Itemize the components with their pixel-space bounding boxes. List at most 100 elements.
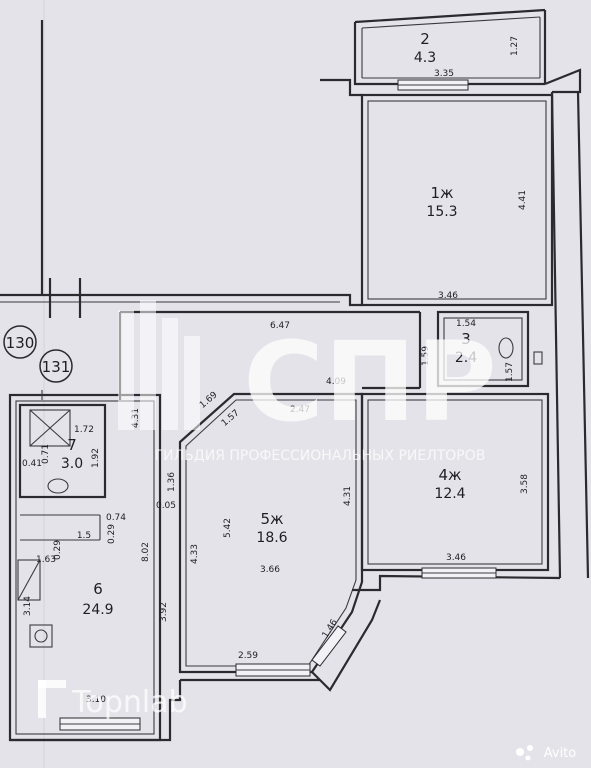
walls (0, 8, 590, 742)
dim-1: 1.27 (510, 36, 520, 56)
room-5-number: 5ж (260, 510, 283, 528)
dim-33: 3.92 (159, 602, 169, 622)
wall-room1 (360, 93, 554, 307)
apartment-131-circle (39, 349, 73, 383)
dim-17: 0.41 (22, 459, 42, 469)
dim-3: 4.41 (518, 190, 528, 210)
wall-room2-left (353, 22, 545, 86)
dim-29: 0.29 (53, 540, 63, 560)
windows (59, 79, 497, 731)
dim-9: 4.09 (326, 377, 346, 387)
topnlab-mark-stem (38, 680, 46, 718)
dim-24: 4.33 (190, 544, 200, 564)
dim-10: 2.47 (290, 405, 310, 415)
apartment-130-label: 130 (6, 334, 35, 352)
dim-30: 8.02 (141, 542, 151, 562)
wall-outer-right-2 (576, 91, 590, 579)
dim-15: 1.92 (91, 448, 101, 468)
dim-5: 6.47 (270, 321, 290, 331)
dim-19: 0.05 (156, 501, 176, 511)
toilet-room3 (498, 337, 514, 359)
avito-badge: Avito (516, 745, 576, 761)
wall-bay (311, 599, 382, 692)
room-labels: 2 4.3 1ж 15.3 3 2.4 4ж 12.4 5ж 18.6 6 24… (61, 30, 477, 618)
watermark-logo-text: СПР (243, 318, 496, 446)
wall-room5-inner (185, 399, 357, 667)
wall-room3-inner (443, 317, 523, 381)
dim-21: 4.31 (343, 486, 353, 506)
room-6-number: 6 (93, 580, 103, 598)
avito-dot-1 (516, 748, 524, 756)
wall-room7 (18, 403, 107, 499)
dim-7: 1.59 (421, 346, 431, 366)
room-5-area: 18.6 (256, 530, 287, 546)
counter-diag (17, 559, 41, 601)
dim-2: 3.35 (434, 69, 454, 79)
wall-room1-inner (367, 100, 547, 300)
wall-room6 (8, 393, 162, 742)
room-4-area: 12.4 (434, 486, 465, 502)
dim-22: 3.46 (446, 553, 466, 563)
dim-28: 1.5 (77, 531, 91, 541)
dim-25: 3.66 (260, 565, 280, 575)
topnlab-mark-bar (38, 680, 66, 688)
room-3-area: 2.4 (455, 350, 477, 366)
dim-32: 3.14 (23, 596, 33, 616)
room-4-number: 4ж (438, 466, 461, 484)
wall-room2-top-inner (361, 16, 541, 29)
room-7-number: 7 (67, 436, 77, 454)
room-1-number: 1ж (430, 184, 453, 202)
dim-26: 0.74 (106, 513, 126, 523)
toilet-room7 (47, 478, 69, 494)
topnlab-watermark: Topnlab (38, 680, 188, 720)
stove (29, 624, 53, 648)
wall-room3 (436, 310, 530, 388)
avito-dot-3 (525, 755, 531, 761)
riser (533, 351, 543, 365)
watermark-building-4 (184, 336, 200, 430)
dim-8: 1.57 (505, 362, 515, 382)
stove-burner (34, 629, 48, 643)
dim-13: 4.31 (131, 408, 141, 428)
apartment-markers: 130 131 (3, 325, 73, 383)
dim-27: 0.29 (107, 524, 117, 544)
topnlab-text: Topnlab (71, 685, 187, 720)
watermark-tagline: ГИЛЬДИЯ ПРОФЕССИОНАЛЬНЫХ РИЕЛТОРОВ (155, 448, 486, 464)
watermark-building-2 (140, 300, 156, 430)
apartment-131-label: 131 (42, 358, 71, 376)
wall-notch-right (544, 68, 582, 94)
apartment-130-circle (3, 325, 37, 359)
wall-room2-top (354, 8, 546, 24)
wall-room5 (178, 392, 364, 674)
dim-16: 0.71 (41, 444, 51, 464)
shower-diag-2 (29, 409, 71, 447)
dim-31: 1.63 (36, 555, 56, 565)
dim-36: 3.10 (86, 695, 106, 705)
watermark-building-1 (118, 310, 134, 430)
room-2-area: 4.3 (414, 50, 436, 66)
dim-18: 1.36 (167, 472, 177, 492)
dim-20: 3.58 (520, 474, 530, 494)
wall-notch-left (320, 78, 362, 97)
fixtures (17, 337, 543, 648)
counter (17, 559, 41, 601)
room-1-area: 15.3 (426, 204, 457, 220)
wall-room4-inner (367, 399, 543, 565)
dim-6: 1.54 (456, 319, 476, 329)
dim-34: 2.59 (238, 651, 258, 661)
dim-4: 3.46 (438, 291, 458, 301)
watermark-building-3 (162, 318, 178, 430)
room-6-area: 24.9 (82, 602, 113, 618)
dim-14: 1.72 (74, 425, 94, 435)
avito-text: Avito (544, 746, 577, 761)
avito-dot-2 (527, 745, 533, 751)
shower-tray (29, 409, 71, 447)
wall-outer-right (550, 91, 562, 579)
wall-room6-inner (15, 400, 155, 735)
room-7-area: 3.0 (61, 456, 83, 472)
wall-corridor-top (0, 293, 362, 307)
dim-23: 5.42 (223, 518, 233, 538)
room-3-number: 3 (461, 330, 471, 348)
